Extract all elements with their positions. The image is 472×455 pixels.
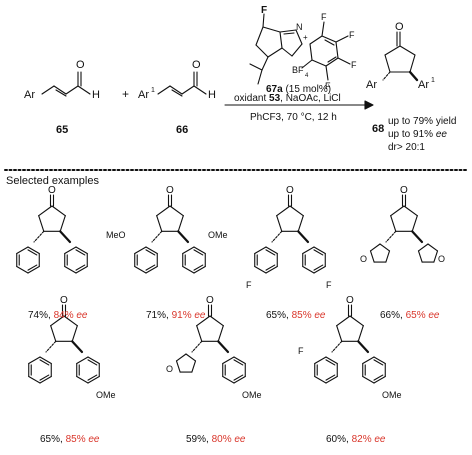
fluoro-right-3: F xyxy=(326,280,332,290)
furan-o-right-4: O xyxy=(438,254,445,264)
example-structure-7 xyxy=(314,304,386,384)
example-caption-5: 65%, 85% ee xyxy=(40,434,100,445)
note-dr: dr> 20:1 xyxy=(388,142,425,153)
example-caption-6: 59%, 80% ee xyxy=(186,434,246,445)
carbonyl-o-4: O xyxy=(400,185,408,196)
catalyst-67a-structure xyxy=(249,13,351,85)
methoxy-left-2: MeO xyxy=(106,230,126,240)
example-structure-5 xyxy=(28,304,100,384)
methoxy-right-6: OMe xyxy=(242,390,262,400)
catalyst-f1: F xyxy=(321,12,327,22)
product-carbonyl-o: O xyxy=(395,21,404,33)
catalyst-f4: F xyxy=(325,81,331,91)
reactant-66-ar: Ar xyxy=(138,89,149,101)
product-68-structure xyxy=(382,31,419,82)
catalyst-f2: F xyxy=(349,30,355,40)
catalyst-f3: F xyxy=(351,60,357,70)
catalyst-fluoro: F xyxy=(261,5,267,16)
carbonyl-o-2: O xyxy=(166,185,174,196)
example-caption-3: 65%, 85% ee xyxy=(266,310,326,321)
reactant-66-o: O xyxy=(192,59,201,71)
reactant-65-o: O xyxy=(76,59,85,71)
furan-o-left-4: O xyxy=(360,254,367,264)
note-yield: up to 79% yield xyxy=(388,116,456,127)
reactant-65-h: H xyxy=(92,89,100,101)
example-caption-1: 74%, 84% ee xyxy=(28,310,88,321)
reactant-65-ar: Ar xyxy=(24,89,35,101)
methoxy-right-5: OMe xyxy=(96,390,116,400)
conditions-line: PhCF3, 70 °C, 12 h xyxy=(250,112,337,123)
example-structure-6 xyxy=(175,304,246,384)
plus-sign: + xyxy=(122,87,129,101)
fluoro-left-7: F xyxy=(298,346,304,356)
reactant-66-structure xyxy=(157,71,207,97)
methoxy-right-2: OMe xyxy=(208,230,228,240)
carbonyl-o-3: O xyxy=(286,185,294,196)
example-caption-2: 71%, 91% ee xyxy=(146,310,206,321)
catalyst-ring-n: N xyxy=(296,22,303,32)
example-caption-7: 60%, 82% ee xyxy=(326,434,386,445)
reaction-arrow-head xyxy=(364,100,374,110)
carbonyl-o-7: O xyxy=(346,295,354,306)
example-structure-1 xyxy=(16,194,88,274)
reactant-66-label: 66 xyxy=(176,124,188,136)
reactant-65-label: 65 xyxy=(56,124,68,136)
carbonyl-o-5: O xyxy=(60,295,68,306)
product-ar: Ar xyxy=(366,79,377,91)
catalyst-counterion-sub: 4 xyxy=(305,73,309,79)
catalyst-cation: + xyxy=(303,33,308,42)
reactant-66-h: H xyxy=(208,89,216,101)
reactant-65-structure xyxy=(41,71,91,97)
product-68-label: 68 xyxy=(372,123,384,135)
example-structure-2 xyxy=(134,194,206,274)
reactant-66-ar-sup: 1 xyxy=(151,87,155,94)
section-title: Selected examples xyxy=(6,175,99,187)
example-structure-4 xyxy=(369,194,439,263)
reagents-line: oxidant 53, NaOAc, LiCl xyxy=(234,93,341,104)
note-ee: up to 91% ee xyxy=(388,129,447,140)
example-structure-3 xyxy=(254,194,326,274)
carbonyl-o-1: O xyxy=(48,185,56,196)
carbonyl-o-6: O xyxy=(206,295,214,306)
product-ar1-sup: 1 xyxy=(431,77,435,84)
product-ar1: Ar xyxy=(418,79,429,91)
furan-o-left-6: O xyxy=(166,364,173,374)
catalyst-counterion: BF xyxy=(292,65,304,75)
fluoro-left-3: F xyxy=(246,280,252,290)
catalyst-line: 67a (15 mol%) xyxy=(266,84,331,95)
methoxy-right-7: OMe xyxy=(382,390,402,400)
example-caption-4: 66%, 65% ee xyxy=(380,310,440,321)
